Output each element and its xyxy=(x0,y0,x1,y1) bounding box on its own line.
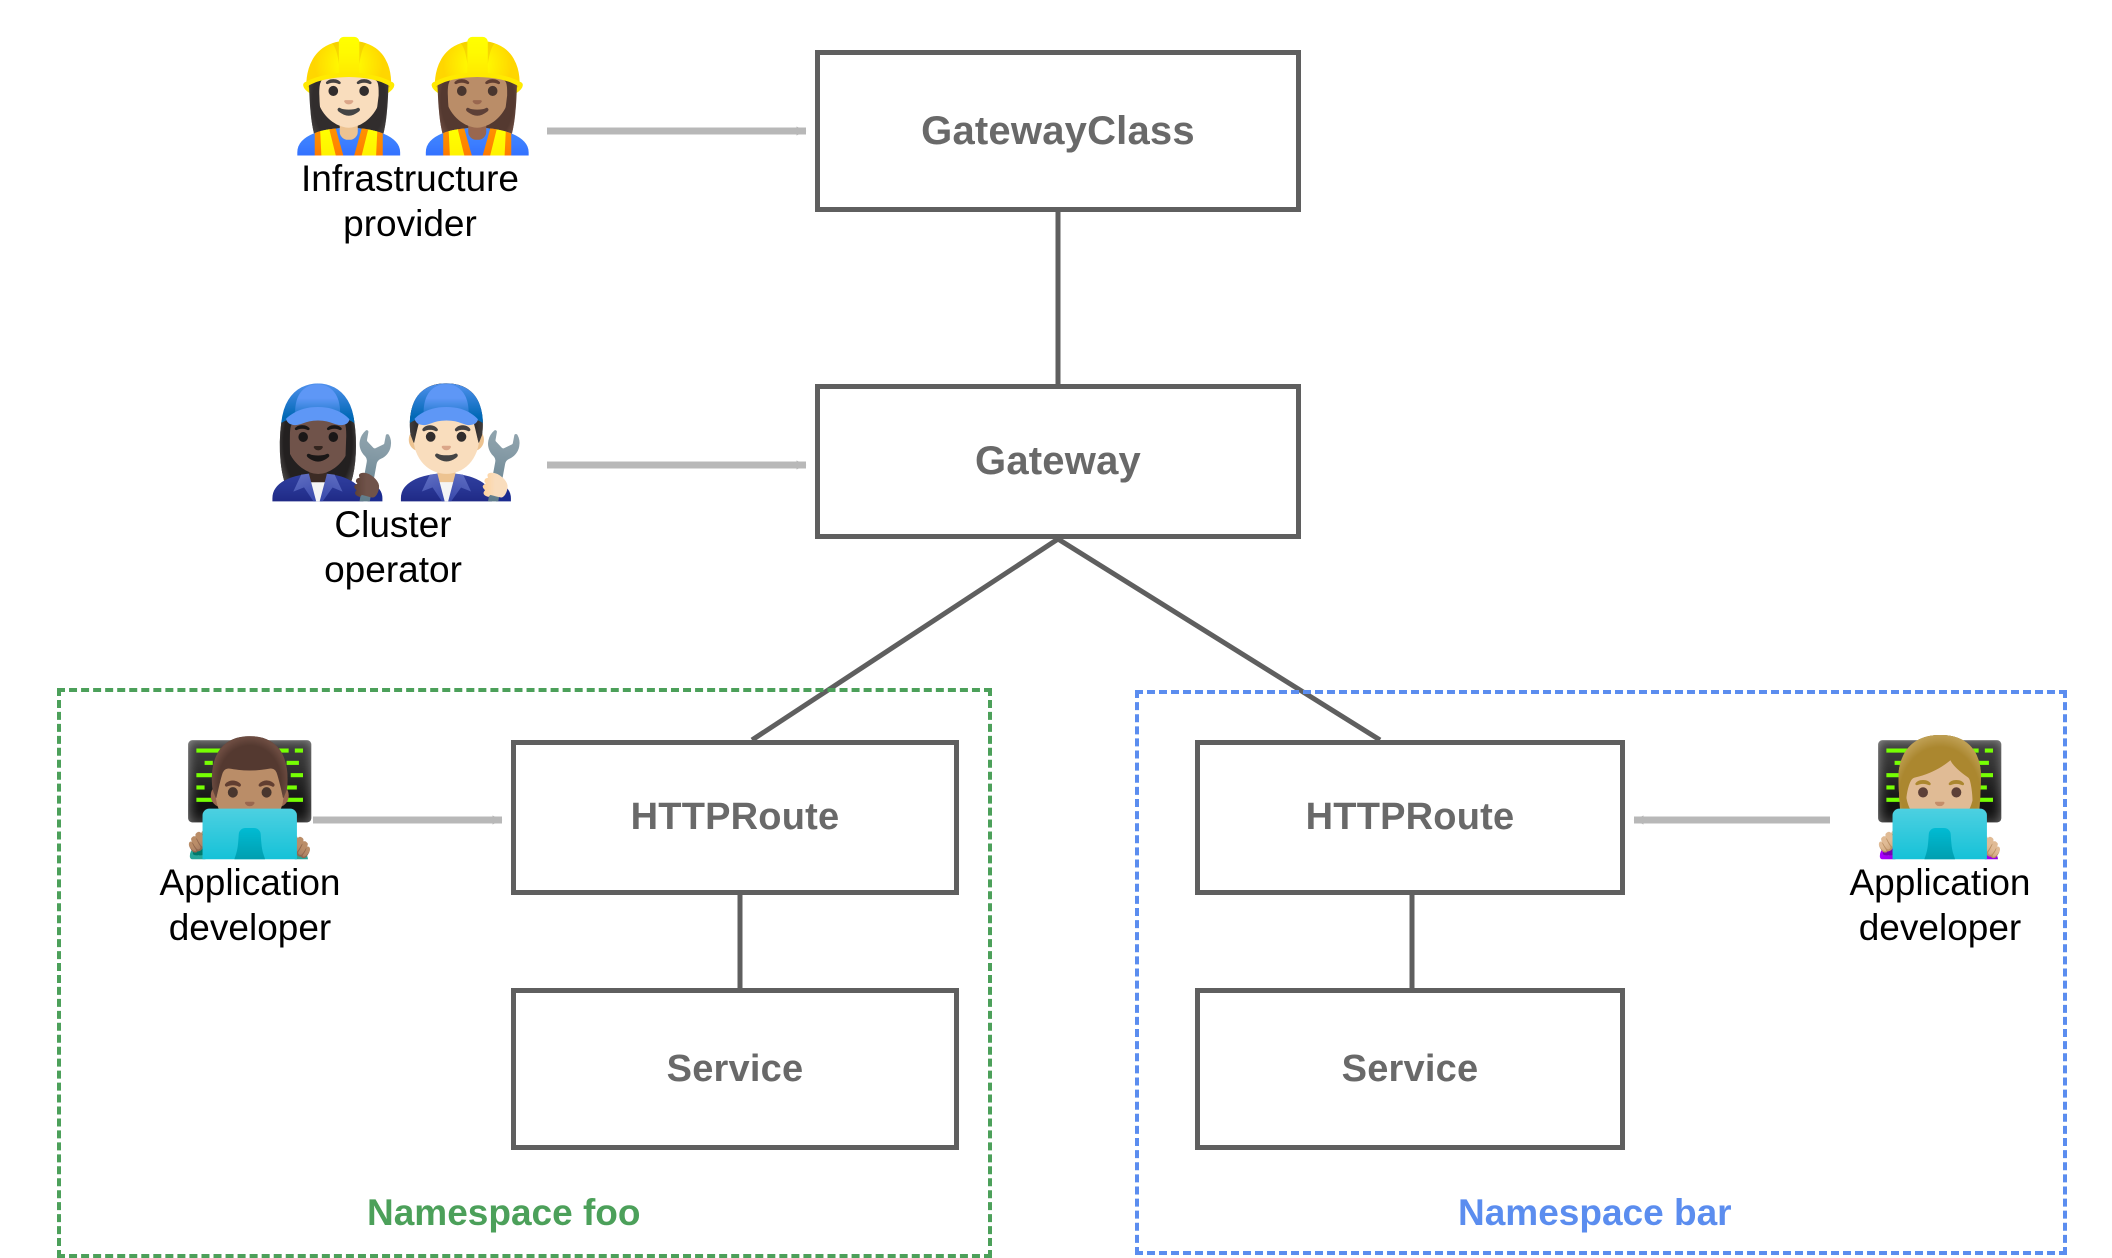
cluster-operator-caption: Cluster operator xyxy=(324,504,462,591)
mechanic-icon-group: 👩🏿‍🔧 👨🏻‍🔧 xyxy=(264,381,528,502)
man-mechanic-icon: 👨🏻‍🔧 xyxy=(393,381,528,502)
persona-cluster-operator: 👩🏿‍🔧 👨🏻‍🔧 Cluster operator xyxy=(258,388,528,592)
persona-infrastructure-provider: 👷🏻‍♀️ 👷🏽‍♀️ Infrastructure provider xyxy=(275,42,545,246)
woman-construction-worker-icon: 👷🏻‍♀️ 👷🏽‍♀️ xyxy=(281,35,545,156)
woman-construction-worker-icon-2: 👷🏽‍♀️ xyxy=(410,35,545,156)
httproute-bar-label: HTTPRoute xyxy=(1305,796,1515,838)
resource-box-service-foo[interactable]: Service xyxy=(511,988,959,1150)
application-developer-foo-caption: Application developer xyxy=(159,862,341,949)
woman-construction-worker-icon-1: 👷🏻‍♀️ xyxy=(281,35,417,156)
httproute-foo-label: HTTPRoute xyxy=(630,796,840,838)
namespace-foo-container xyxy=(57,688,992,1258)
woman-mechanic-icon: 👩🏿‍🔧 xyxy=(264,381,400,502)
persona-application-developer-foo: 👨🏽‍💻 Application developer xyxy=(115,742,385,950)
namespace-bar-label: Namespace bar xyxy=(1458,1192,1732,1233)
namespace-foo-label: Namespace foo xyxy=(367,1192,641,1233)
namespace-bar-container xyxy=(1135,690,2067,1255)
service-foo-label: Service xyxy=(666,1047,804,1090)
service-bar-label: Service xyxy=(1341,1047,1479,1090)
woman-technologist-icon-group: 👩🏼‍💻 xyxy=(1870,742,2009,854)
gateway-label: Gateway xyxy=(975,439,1141,483)
resource-box-gatewayclass[interactable]: GatewayClass xyxy=(815,50,1301,212)
application-developer-bar-caption: Application developer xyxy=(1849,862,2031,949)
man-technologist-icon: 👨🏽‍💻 xyxy=(180,735,320,860)
man-technologist-icon-group: 👨🏽‍💻 xyxy=(180,742,319,854)
resource-box-httproute-foo[interactable]: HTTPRoute xyxy=(511,740,959,895)
resource-box-httproute-bar[interactable]: HTTPRoute xyxy=(1195,740,1625,895)
persona-application-developer-bar: 👩🏼‍💻 Application developer xyxy=(1805,742,2075,950)
resource-box-service-bar[interactable]: Service xyxy=(1195,988,1625,1150)
gatewayclass-label: GatewayClass xyxy=(921,108,1195,153)
resource-box-gateway[interactable]: Gateway xyxy=(815,384,1301,539)
infrastructure-provider-caption: Infrastructure provider xyxy=(301,158,519,245)
woman-technologist-icon: 👩🏼‍💻 xyxy=(1870,735,2010,860)
